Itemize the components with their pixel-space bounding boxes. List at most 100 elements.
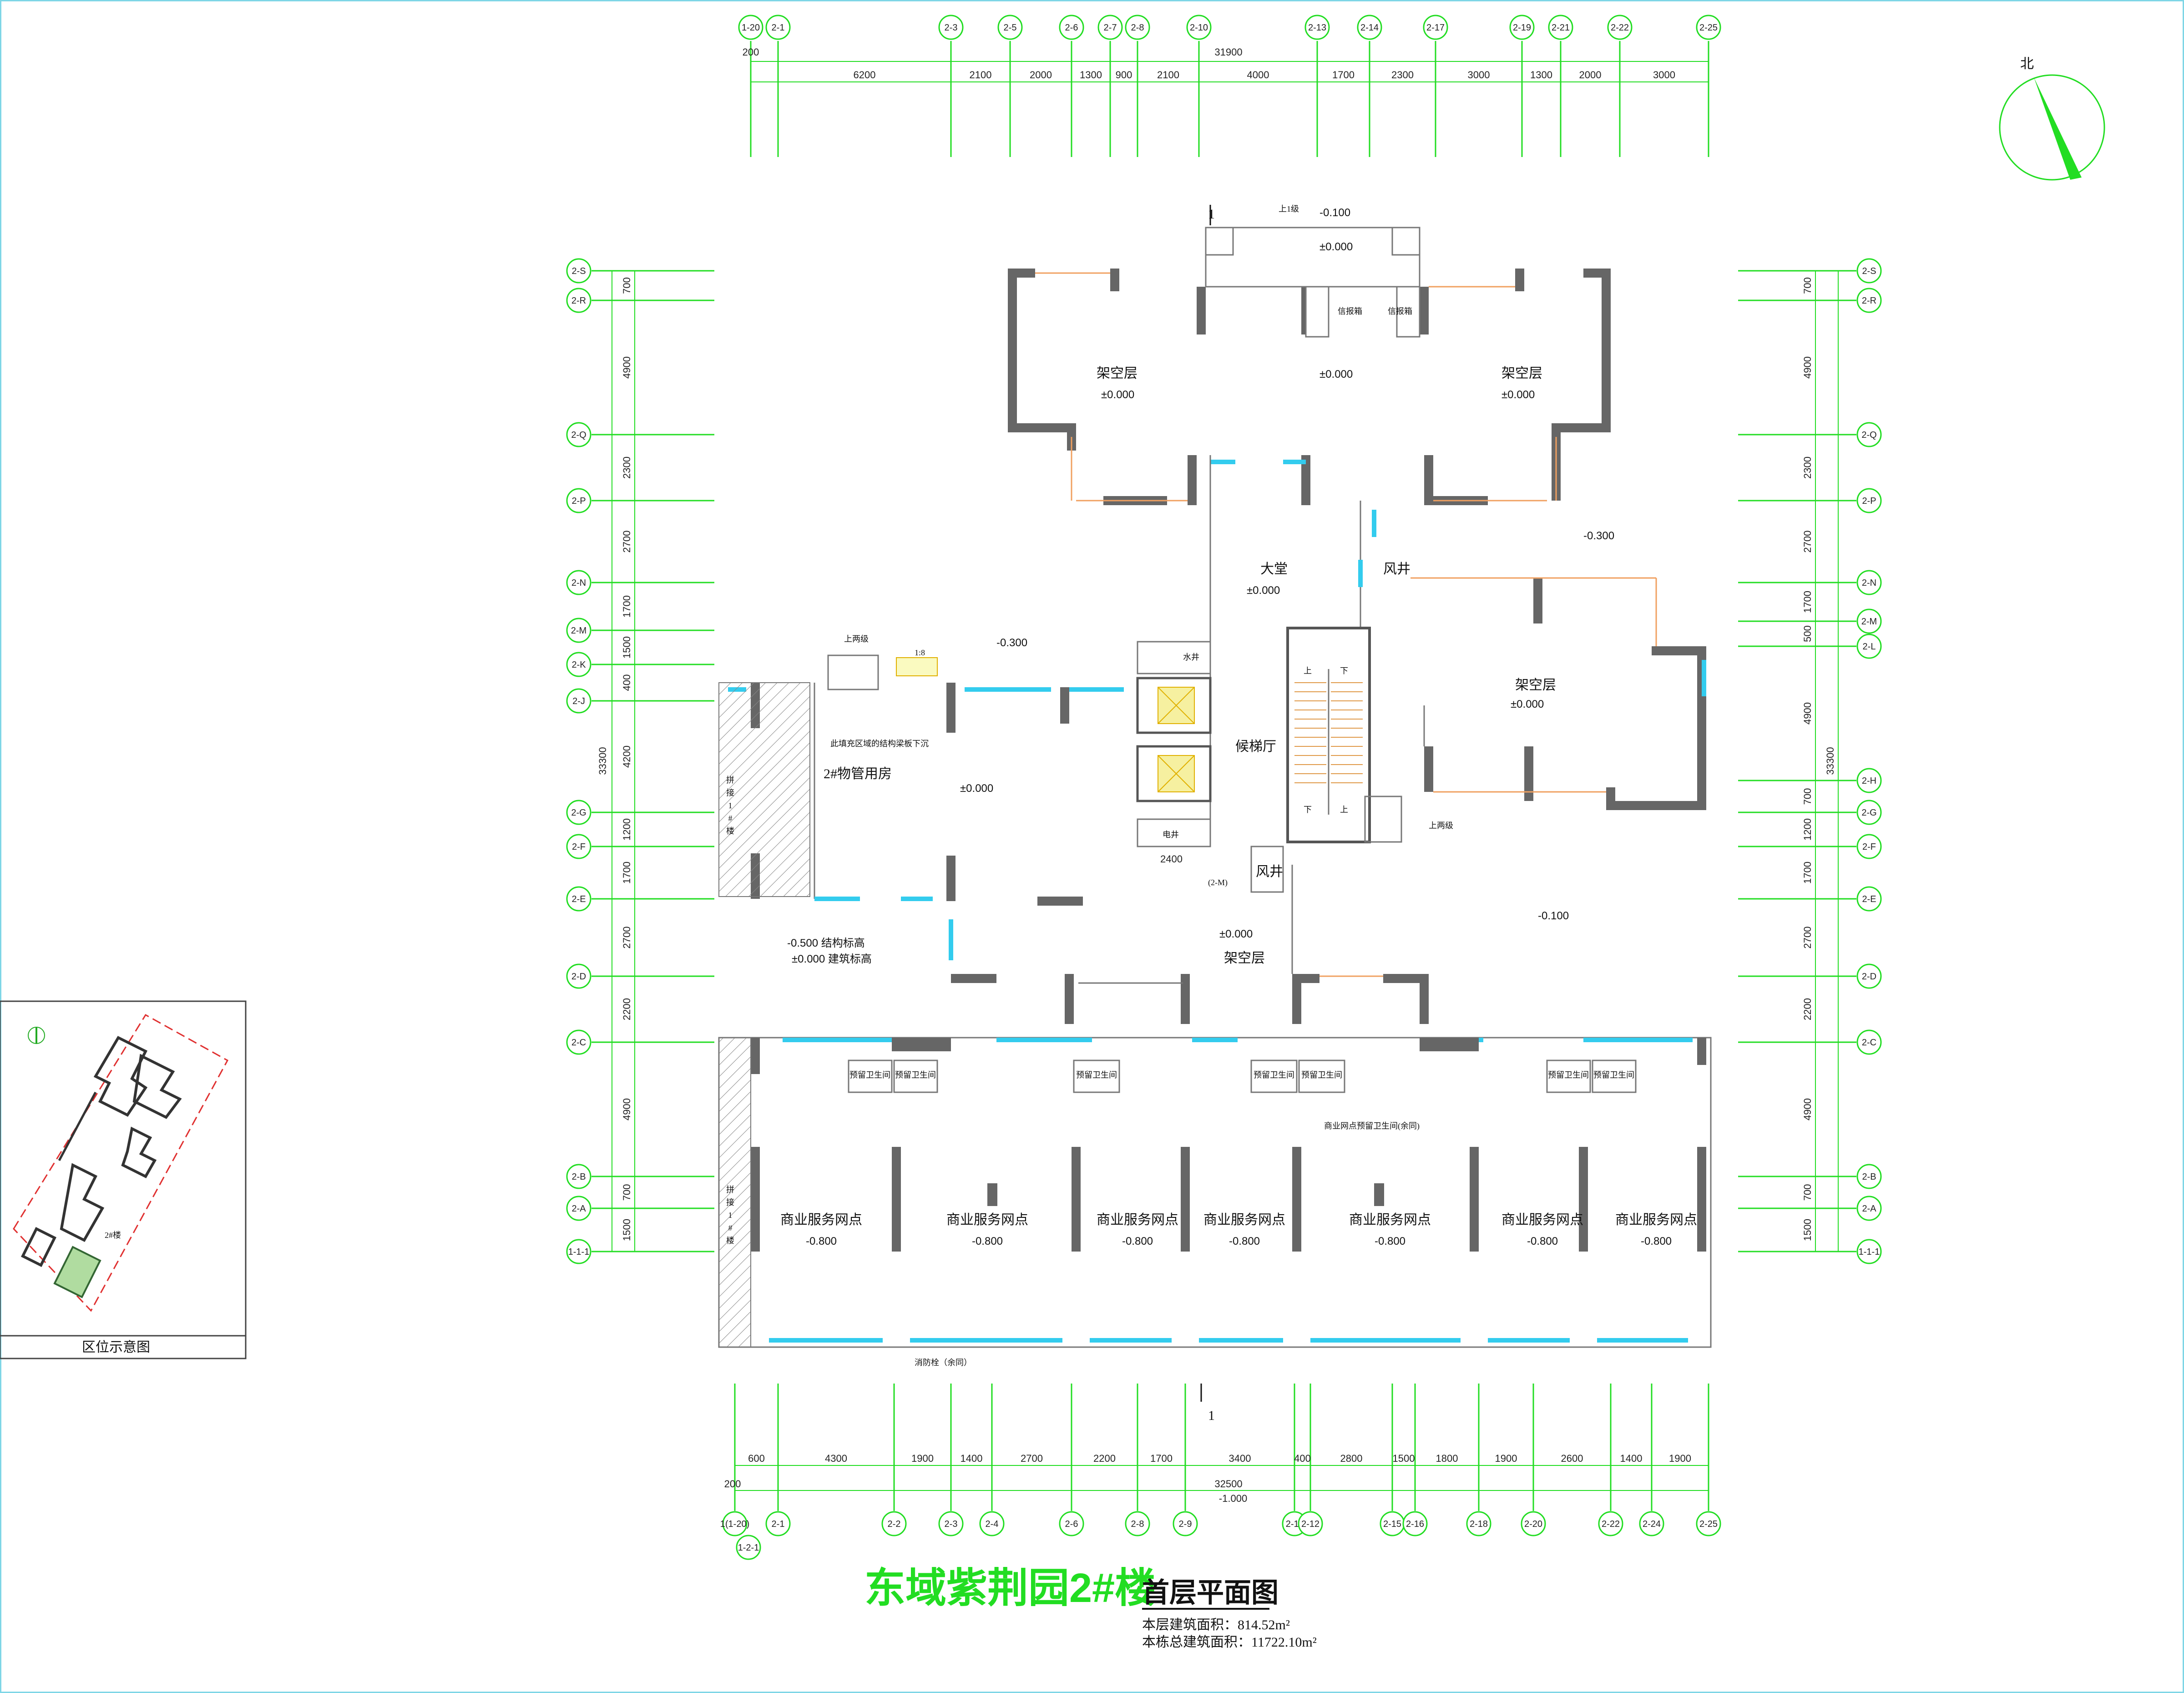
axis-bubble-right — [1856, 1029, 1882, 1055]
adjoin-label-char: 楼 — [726, 1236, 734, 1245]
dim-bottom-segment: 1800 — [1436, 1453, 1458, 1464]
adjoin-label-char: # — [728, 1223, 733, 1232]
level-pilotis-ne: ±0.000 — [1502, 389, 1535, 401]
dim-right-segment: 2200 — [1802, 998, 1813, 1020]
stair-down-1: 下 — [1340, 666, 1348, 675]
shop-level: -0.800 — [806, 1235, 837, 1247]
dim-right-segment: 700 — [1802, 788, 1813, 805]
section-mark-top: 1 — [1208, 207, 1215, 222]
dim-bottom-segment: 1700 — [1150, 1453, 1173, 1464]
axis-bubble-left — [566, 488, 592, 513]
axis-label-right: 2-A — [1862, 1204, 1876, 1214]
axis-label-right: 2-R — [1862, 296, 1876, 306]
axis-bubble-right — [1856, 422, 1882, 447]
dim-left-segment: 2200 — [621, 998, 632, 1020]
axis-label-right: 2-L — [1863, 642, 1876, 652]
shop-column — [1697, 1201, 1706, 1252]
dim-right-segment: 2700 — [1802, 531, 1813, 553]
axis-label-left: 1-1-1 — [568, 1247, 590, 1257]
shop-level: -0.800 — [1375, 1235, 1405, 1247]
axis-bubble-bottom — [1298, 1511, 1323, 1536]
axis-label-top: 2-8 — [1131, 23, 1144, 33]
dim-right-segment: 1500 — [1802, 1219, 1813, 1241]
dim-top-segment: 2100 — [1157, 69, 1179, 81]
axis-bubble-top — [738, 15, 763, 40]
room-labels: 架空层 ±0.000 ±0.000 架空层 ±0.000 ±0.000 -0.1… — [787, 204, 1614, 1367]
axis-label-bottom: 2-16 — [1406, 1519, 1424, 1529]
dim-top-segment: 2000 — [1030, 69, 1052, 81]
dim-left-segment: 1200 — [621, 818, 632, 841]
dim-top-segment: 4000 — [1247, 69, 1269, 81]
stair-up-1: 上 — [1304, 666, 1312, 675]
dim-top-segment: 2100 — [970, 69, 992, 81]
reserved-wc-label: 预留卫生间 — [895, 1070, 936, 1080]
dim-bottom-segment: 1400 — [1620, 1453, 1643, 1464]
dim-top-segment: 1300 — [1530, 69, 1552, 81]
room-wind-shaft-n: 风井 — [1383, 562, 1410, 577]
dim-right-segment: 1200 — [1802, 818, 1813, 841]
room-pilotis-e: 架空层 — [1515, 678, 1556, 693]
adjoin-label-char: 拼 — [726, 776, 734, 785]
axis-label-right: 2-N — [1862, 578, 1876, 588]
stair-down-2: 下 — [1304, 805, 1312, 814]
dim-left-segment: 1500 — [621, 1219, 632, 1241]
adjoin-label-char: 接 — [726, 1198, 734, 1207]
axis-label-right: 2-S — [1862, 266, 1876, 276]
axis-bubble-top — [938, 15, 964, 40]
level-entrance-step: -0.100 — [1320, 207, 1350, 219]
level-pilotis-nw: ±0.000 — [1101, 389, 1134, 401]
axis-bubble-bottom — [979, 1511, 1005, 1536]
axis-bubble-left — [566, 1239, 592, 1264]
adjoin-label-char: 1 — [728, 1211, 733, 1220]
dim-left-segment: 2300 — [621, 456, 632, 479]
axis-bubble-left — [566, 1029, 592, 1055]
shop-level: -0.800 — [1229, 1235, 1260, 1247]
axis-label-bottom: 2-6 — [1065, 1519, 1078, 1529]
level-pilotis-n: ±0.000 — [1320, 368, 1353, 380]
north-arrow: 北 — [1999, 56, 2105, 181]
level-arch: ±0.000 建筑标高 — [792, 953, 872, 965]
axis-label-bottom: 2-2 — [888, 1519, 901, 1529]
dim-right-segment: 4900 — [1802, 702, 1813, 725]
axis-bubble-right — [1856, 834, 1882, 859]
axis-bubble-top — [1357, 15, 1382, 40]
mailbox-label-1: 信报箱 — [1338, 307, 1362, 316]
axis-label-top: 2-19 — [1513, 23, 1531, 33]
shop-column — [1072, 1201, 1081, 1252]
axis-label-bottom: 2-18 — [1470, 1519, 1488, 1529]
axis-label-right: 2-H — [1862, 776, 1876, 786]
dim-top-segment: 3000 — [1653, 69, 1675, 81]
axis-label-right: 2-M — [1861, 617, 1877, 627]
axis-label-left: 2-P — [571, 496, 586, 506]
room-elec-shaft: 电井 — [1163, 830, 1179, 839]
shop-column — [1292, 1201, 1301, 1252]
axis-label-left: 2-R — [571, 296, 586, 306]
adjoin-label-char: # — [728, 814, 733, 823]
level-pilotis-e: ±0.000 — [1511, 698, 1544, 710]
axis-bubble-top — [1186, 15, 1212, 40]
axis-bubble-bottom — [1059, 1511, 1084, 1536]
axis-label-top: 2-25 — [1699, 23, 1718, 33]
shop-mid-column — [1374, 1183, 1384, 1206]
dim-bottom-offset: 200 — [724, 1478, 741, 1490]
axis-bubble-left — [566, 1196, 592, 1221]
dim-right-segment: 1700 — [1802, 862, 1813, 884]
shop-labels: 商业服务网点-0.800商业服务网点-0.800商业服务网点-0.800商业服务… — [726, 776, 1697, 1247]
dim-top-segment: 2300 — [1391, 69, 1414, 81]
axis-label-left: 2-M — [571, 626, 586, 636]
shop-columns — [751, 1147, 1706, 1252]
axis-label-top: 2-5 — [1004, 23, 1017, 33]
shop-column — [1579, 1201, 1588, 1252]
axis-bubble-right — [1856, 963, 1882, 989]
dim-left-segment: 4200 — [621, 745, 632, 768]
axis-label-right: 2-F — [1862, 842, 1876, 852]
dim-top-segment: 1300 — [1080, 69, 1102, 81]
shop-wc-note: 商业网点预留卫生间(余同) — [1324, 1121, 1420, 1131]
axis-bubble-right — [1856, 1164, 1882, 1189]
axis-label-top: 2-1 — [772, 23, 785, 33]
axis-bubble-top — [1607, 15, 1633, 40]
axis-bubble-bottom — [765, 1511, 791, 1536]
axis-label-top: 2-13 — [1308, 23, 1326, 33]
shop-mid-column — [987, 1183, 997, 1206]
